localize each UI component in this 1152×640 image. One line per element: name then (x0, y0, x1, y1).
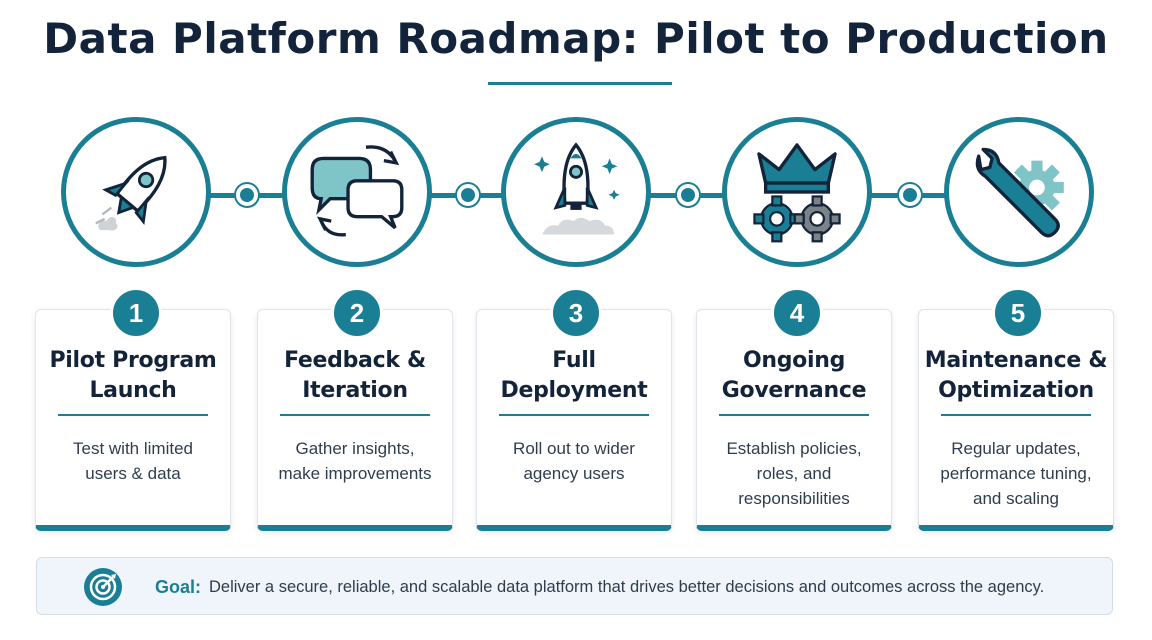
goal-text: Deliver a secure, reliable, and scalable… (209, 578, 1045, 596)
title-underline (488, 82, 672, 85)
step-2-number-badge: 2 (331, 287, 383, 339)
rocket-liftoff-icon (534, 142, 620, 235)
step-1-desc-line1: Test with limited (73, 439, 193, 458)
step-1-title-line1: Pilot Program (49, 348, 217, 373)
step-3-desc-line1: Roll out to wider (513, 439, 635, 458)
step-1-card: Pilot Program Launch Test with limited u… (35, 309, 231, 531)
rocket-launch-icon (95, 155, 167, 231)
step-4-desc-line1: Establish policies, (726, 439, 862, 458)
connector-dot-3-4 (677, 184, 699, 206)
step-2-title-line1: Feedback & (284, 348, 426, 373)
step-4-icon-circle (722, 117, 872, 267)
step-1-description: Test with limited users & data (46, 436, 220, 486)
step-2-icon-circle (282, 117, 432, 267)
step-5-title: Maintenance & Optimization (919, 346, 1113, 406)
step-1-number-badge: 1 (110, 287, 162, 339)
step-2-divider (280, 414, 430, 416)
step-3-description: Roll out to wider agency users (487, 436, 661, 486)
step-5-icon-circle (944, 117, 1094, 267)
goal-banner: Goal: Deliver a secure, reliable, and sc… (36, 557, 1113, 615)
step-4-number-badge: 4 (771, 287, 823, 339)
page-title: Data Platform Roadmap: Pilot to Producti… (43, 14, 1109, 63)
step-1-divider (58, 414, 208, 416)
connector-dot-2-3 (457, 184, 479, 206)
step-3-title-line1: Full (552, 348, 596, 373)
step-2-description: Gather insights, make improvements (268, 436, 442, 486)
step-1-icon-circle (61, 117, 211, 267)
step-3-icon-circle (501, 117, 651, 267)
step-3-number-badge: 3 (550, 287, 602, 339)
step-5-desc-line1: Regular updates, (951, 439, 1081, 458)
step-5-number-badge: 5 (992, 287, 1044, 339)
step-2-title: Feedback & Iteration (258, 346, 452, 406)
step-5-title-line2: Optimization (938, 378, 1094, 403)
step-5-title-line1: Maintenance & (924, 348, 1108, 373)
crown-gears-icon (753, 143, 841, 243)
feedback-bubbles-icon (310, 145, 404, 237)
connector-dot-1-2 (236, 184, 258, 206)
connector-dot-4-5 (899, 184, 921, 206)
step-1-title-line2: Launch (89, 378, 177, 403)
step-4-desc-line2: roles, and (756, 464, 832, 483)
step-4-divider (719, 414, 869, 416)
step-4-title-line1: Ongoing (742, 348, 846, 373)
target-icon (84, 568, 122, 606)
step-5-description: Regular updates, performance tuning, and… (929, 436, 1103, 511)
step-3-divider (499, 414, 649, 416)
step-2-desc-line1: Gather insights, (295, 439, 415, 458)
step-2-desc-line2: make improvements (278, 464, 432, 483)
step-5-divider (941, 414, 1091, 416)
step-2-card: Feedback & Iteration Gather insights, ma… (257, 309, 453, 531)
step-1-desc-line2: users & data (85, 464, 181, 483)
step-2-title-line2: Iteration (302, 378, 408, 403)
goal-label: Goal: (155, 577, 202, 597)
step-4-title-line2: Governance (721, 378, 867, 403)
step-3-card: Full Deployment Roll out to wider agency… (476, 309, 672, 531)
step-3-title: Full Deployment (477, 346, 671, 406)
wrench-gear-icon (975, 147, 1064, 238)
step-4-title: Ongoing Governance (697, 346, 891, 406)
step-4-description: Establish policies, roles, and responsib… (707, 436, 881, 511)
step-1-title: Pilot Program Launch (36, 346, 230, 406)
step-5-card: Maintenance & Optimization Regular updat… (918, 309, 1114, 531)
step-5-desc-line3: and scaling (972, 489, 1059, 508)
step-3-desc-line2: agency users (523, 464, 625, 483)
step-4-desc-line3: responsibilities (738, 489, 850, 508)
step-3-title-line2: Deployment (500, 378, 648, 403)
step-4-card: Ongoing Governance Establish policies, r… (696, 309, 892, 531)
step-5-desc-line2: performance tuning, (940, 464, 1092, 483)
